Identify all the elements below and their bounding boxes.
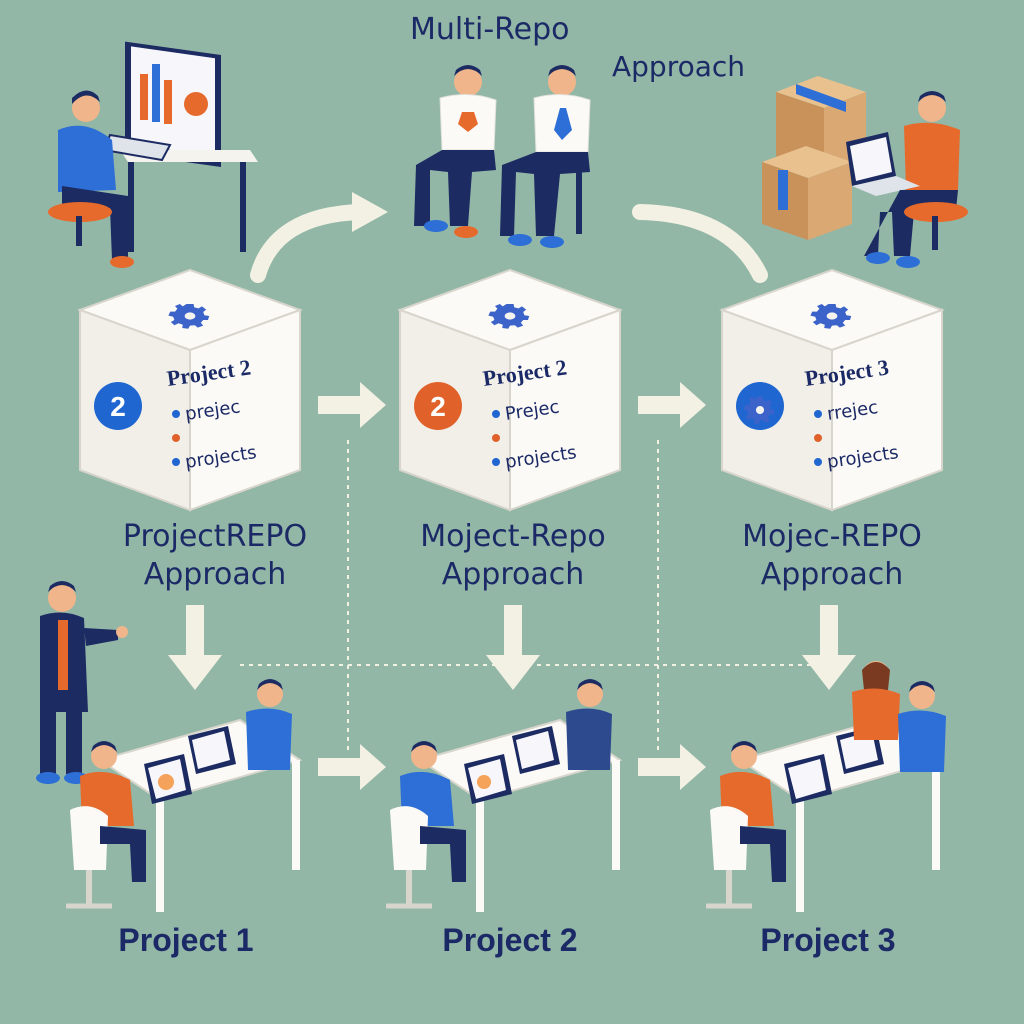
approach-caption-line1: Mojec-REPO <box>742 519 922 554</box>
curved-arrow-left <box>250 204 368 283</box>
two-people-illustration <box>414 65 591 248</box>
approach-caption-line2: Approach <box>143 557 287 592</box>
approach-caption-1: ProjectREPO Approach <box>100 518 330 594</box>
packages-person-illustration <box>762 76 968 268</box>
badge-circle <box>94 382 142 430</box>
approach-caption-2: Moject-Repo Approach <box>398 518 628 594</box>
repo-box-2: 2 Project 2 Prejec projects <box>399 269 621 511</box>
arrow-right-icon <box>318 382 706 790</box>
approach-caption-line1: Moject-Repo <box>420 519 606 554</box>
team-table-1 <box>66 679 303 912</box>
project-label-3: Project 3 <box>760 922 896 958</box>
curved-arrow-right <box>632 204 768 283</box>
repo-box-3: Project 3 rrejec projects <box>721 269 943 511</box>
diagram-title: Multi-Repo <box>410 12 570 47</box>
team-table-3 <box>706 661 946 912</box>
badge-number: 2 <box>430 391 446 422</box>
arrow-down-icon <box>168 605 856 690</box>
project-label-2: Project 2 <box>442 922 578 958</box>
team-table-2 <box>386 679 623 912</box>
approach-caption-line1: ProjectREPO <box>122 519 308 554</box>
approach-caption-line2: Approach <box>441 557 585 592</box>
presenter-illustration <box>36 581 128 784</box>
badge-circle <box>414 382 462 430</box>
project-label-1: Project 1 <box>118 922 254 958</box>
repo-box-1: 2 Project 2 prejec projects <box>79 269 301 511</box>
badge-number: 2 <box>110 391 126 422</box>
diagram-title-line2: Approach <box>612 50 746 83</box>
curved-arrow-left-head <box>352 192 388 232</box>
person-at-monitor-illustration <box>48 41 258 268</box>
approach-caption-3: Mojec-REPO Approach <box>712 518 952 594</box>
approach-caption-line2: Approach <box>760 557 904 592</box>
